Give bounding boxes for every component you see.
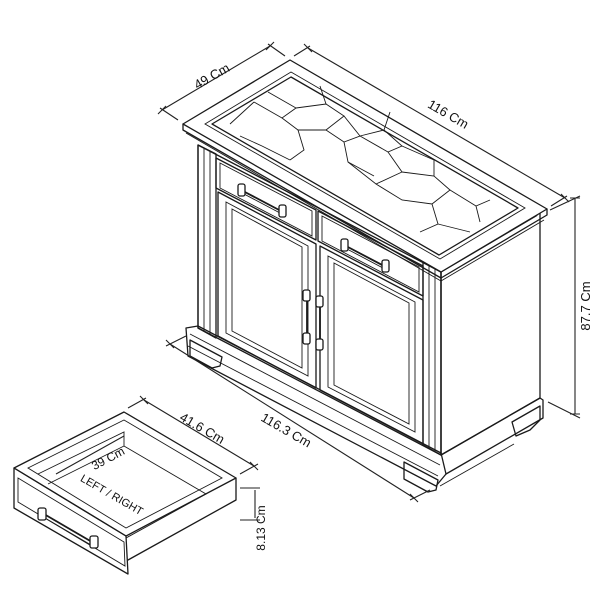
drawer-depth-label: 41.6 Cm xyxy=(177,409,227,447)
sideboard-drawing xyxy=(182,59,548,493)
left-pilaster xyxy=(197,144,217,339)
drawer-drawing xyxy=(13,411,237,575)
top-edge xyxy=(182,123,548,279)
drawer-width-label: 39 Cm xyxy=(89,444,127,473)
top-inlay xyxy=(211,76,519,256)
left-foot xyxy=(189,339,223,369)
depth-label: 49 Cm xyxy=(191,60,232,92)
right-door xyxy=(319,245,424,445)
left-drawer-handle xyxy=(237,183,287,218)
plinth-side xyxy=(440,397,544,475)
drawer-side-label: LEFT / RIGHT xyxy=(78,473,145,519)
drawer-front xyxy=(13,467,129,575)
back-right-foot xyxy=(511,405,541,437)
drawer-detail-handle xyxy=(37,507,99,549)
drawer-dimension-lines xyxy=(55,395,260,521)
dimension-lines xyxy=(157,41,581,503)
door-handles xyxy=(302,289,324,351)
drawer-height-label: 8.13 Cm xyxy=(254,505,268,550)
front-right-foot xyxy=(403,461,439,493)
left-drawer-front xyxy=(215,157,317,241)
top-inlay-pattern xyxy=(229,85,491,233)
left-door xyxy=(217,191,317,389)
width-top-label: 116 Cm xyxy=(425,96,471,131)
drawer-side xyxy=(127,477,237,561)
height-label: 87.7 Cm xyxy=(578,281,593,330)
right-pilaster xyxy=(422,261,442,456)
right-drawer-handle xyxy=(340,238,390,273)
